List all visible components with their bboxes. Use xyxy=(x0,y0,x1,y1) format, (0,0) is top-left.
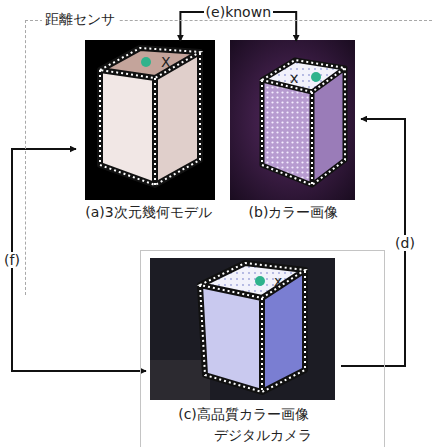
image-node: (a)3次元幾何モデル xyxy=(76,41,221,223)
connector-arrow xyxy=(180,12,296,41)
edge-label: (f) xyxy=(2,252,22,268)
color-image xyxy=(230,40,355,200)
point-mark: x xyxy=(290,70,298,86)
image-node: (c)高品質カラー画像 xyxy=(146,259,341,425)
model-image xyxy=(85,40,215,200)
connector-arrow xyxy=(12,149,146,371)
image-caption: (a)3次元幾何モデル xyxy=(85,204,211,221)
region-title: デジタルカメラ xyxy=(141,427,384,444)
camera-region: デジタルカメラ (c)高品質カラー画像 xyxy=(140,250,385,447)
sensor-region: 距離センサ(a)3次元幾何モデル(b)カラー画像 xyxy=(25,20,432,295)
edge-label: (e)known xyxy=(204,4,273,20)
point-mark: x xyxy=(274,273,282,289)
image-caption: (c)高品質カラー画像 xyxy=(178,406,309,423)
region-title: 距離センサ xyxy=(42,11,118,28)
edge-label: (d) xyxy=(393,235,417,251)
connector-arrow xyxy=(341,119,405,366)
image-node: (b)カラー画像 xyxy=(226,41,361,223)
point-mark: X xyxy=(161,54,171,70)
image-caption: (b)カラー画像 xyxy=(249,204,339,221)
camera-image xyxy=(150,258,335,400)
